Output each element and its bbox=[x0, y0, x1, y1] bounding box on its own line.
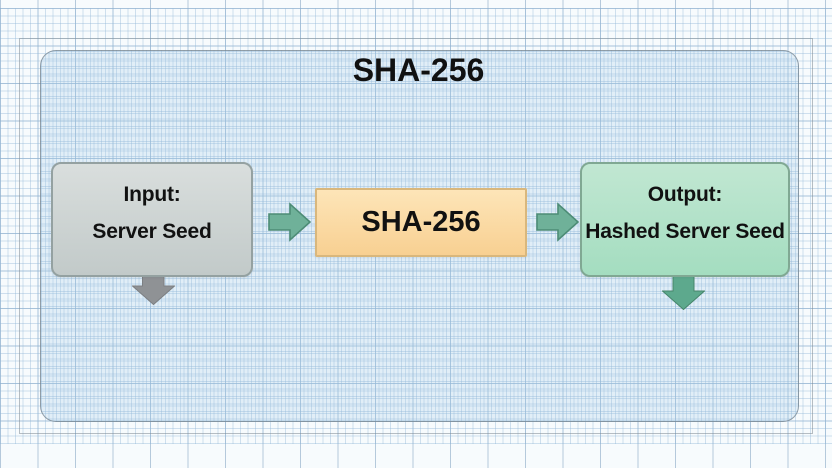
right-arrow-icon bbox=[536, 202, 580, 242]
input-node: Input: Server Seed bbox=[51, 162, 253, 277]
output-node-label-line2: Hashed Server Seed bbox=[585, 220, 785, 243]
down-arrow-icon bbox=[662, 274, 705, 310]
output-node-label-line1: Output: bbox=[647, 183, 723, 206]
process-node-label: SHA-256 bbox=[361, 206, 481, 238]
output-node: Output: Hashed Server Seed bbox=[580, 162, 790, 277]
input-node-label-line1: Input: bbox=[123, 183, 181, 206]
right-arrow-icon bbox=[268, 202, 312, 242]
diagram-title: SHA-256 bbox=[352, 52, 485, 88]
outer-border bbox=[19, 38, 813, 434]
input-node-label-line2: Server Seed bbox=[92, 220, 212, 243]
process-node: SHA-256 bbox=[315, 188, 527, 257]
